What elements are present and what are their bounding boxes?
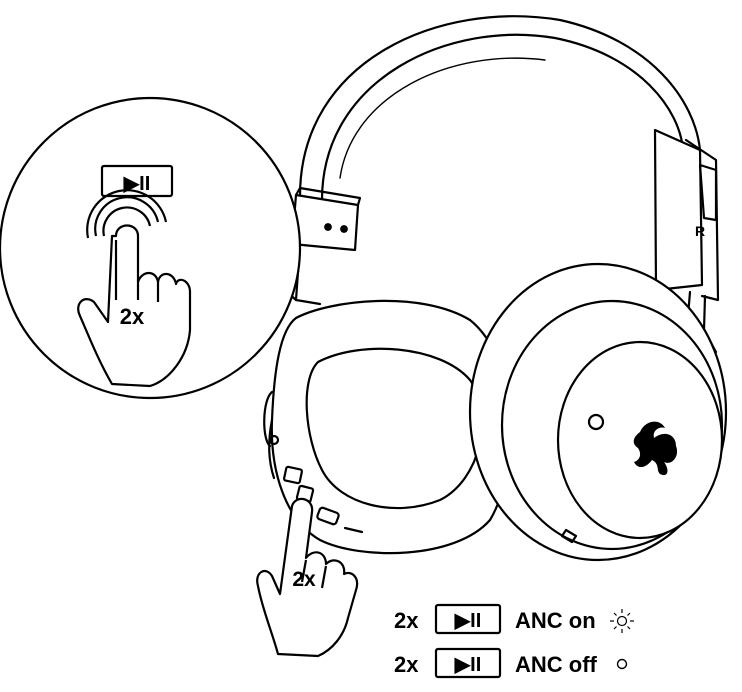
callout-button-symbol: ▶II (123, 173, 151, 195)
legend-button-symbol: ▶II (454, 654, 482, 676)
right-earcup (468, 262, 728, 562)
play-pause-button-icon (434, 647, 502, 679)
legend-count: 2x (394, 652, 419, 677)
legend-count: 2x (394, 608, 419, 633)
play-pause-button-icon (434, 603, 502, 635)
legend: 2x ▶II ANC on 2x ▶II ANC off (394, 603, 634, 679)
device-press-count: 2x (292, 568, 316, 591)
legend-button-symbol: ▶II (454, 610, 482, 632)
legend-row-anc-off: 2x ▶II ANC off (394, 647, 628, 679)
callout-hand-icon (77, 224, 192, 388)
legend-label: ANC on (515, 608, 596, 633)
headband (298, 15, 702, 202)
left-earcup (263, 299, 512, 555)
legend-label: ANC off (515, 652, 598, 677)
side-letter-badge: R (695, 223, 705, 239)
lobster-logo-icon (633, 421, 678, 476)
callout-circle (0, 96, 302, 400)
sun-icon (610, 609, 634, 633)
callout-play-pause-button (100, 164, 174, 198)
legend-row-anc-on: 2x ▶II ANC on (394, 603, 634, 635)
device-hand-icon (256, 497, 359, 658)
callout-press-count: 2x (120, 304, 145, 329)
circle-icon (616, 658, 628, 670)
